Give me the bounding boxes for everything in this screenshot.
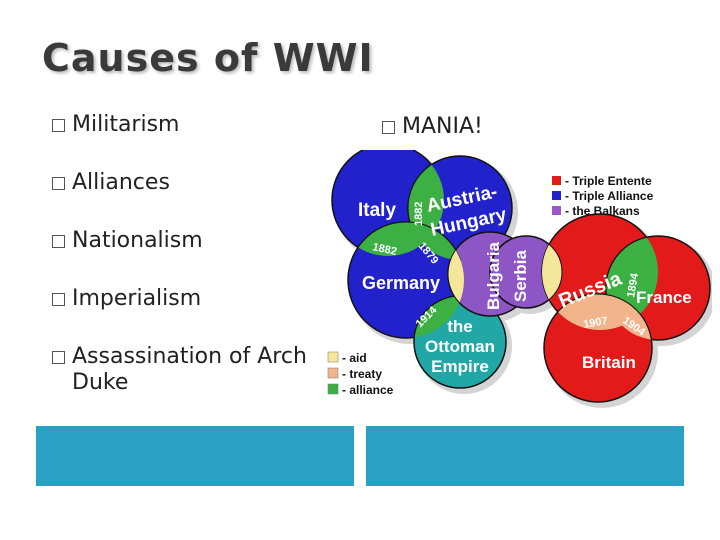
label-italy: Italy xyxy=(358,200,396,221)
overlap-austria-germany xyxy=(408,221,465,260)
legend-swatch-balkans xyxy=(552,206,561,215)
bullet-assassination: Assassination of Arch Duke xyxy=(52,344,342,396)
overlap-france-britain xyxy=(606,293,653,340)
label-germany: Germany xyxy=(362,273,440,293)
bullet-alliances: Alliances xyxy=(52,170,342,196)
alliance-diagram: - Triple Entente - Triple Alliance - the… xyxy=(327,150,712,408)
legend-label-alliance: - Triple Alliance xyxy=(565,189,654,203)
bullet-box-icon xyxy=(52,119,65,132)
bullet-militarism: Militarism xyxy=(52,112,342,138)
bullet-text: MANIA! xyxy=(402,114,483,139)
legend-groups: - Triple Entente - Triple Alliance - the… xyxy=(552,174,654,218)
label-serbia: Serbia xyxy=(511,249,530,302)
label-ottoman-2: Ottoman xyxy=(425,337,495,356)
bullet-box-icon xyxy=(52,351,65,364)
bullet-mania: MANIA! xyxy=(382,114,483,140)
label-britain: Britain xyxy=(582,353,636,372)
year-germany-italy: 1882 xyxy=(371,241,397,258)
slide-title: Causes of WWI xyxy=(42,36,374,80)
legend-label-balkans: - the Balkans xyxy=(565,204,640,218)
bullet-text: Alliances xyxy=(72,170,170,195)
legend-label-entente: - Triple Entente xyxy=(565,174,652,188)
label-bulgaria: Bulgaria xyxy=(484,241,503,310)
bullet-text: Assassination of Arch Duke xyxy=(72,344,307,395)
label-ottoman-3: Empire xyxy=(431,357,489,376)
bullet-nationalism: Nationalism xyxy=(52,228,342,254)
bullet-imperialism: Imperialism xyxy=(52,286,342,312)
bullet-box-icon xyxy=(52,235,65,248)
year-russia-britain: 1907 xyxy=(582,315,608,331)
legend-swatch-entente xyxy=(552,176,561,185)
footer-bar-left xyxy=(36,426,354,486)
legend-label-aid: - aid xyxy=(342,351,367,365)
bullet-list: Militarism Alliances Nationalism Imperia… xyxy=(52,112,342,428)
country-labels: Italy Austria- Hungary Germany Bulgaria … xyxy=(358,181,692,376)
bullet-box-icon xyxy=(52,293,65,306)
legend-swatch-treaty xyxy=(327,367,339,379)
bullet-box-icon xyxy=(382,121,395,134)
label-france: France xyxy=(636,288,692,307)
bullet-text: Imperialism xyxy=(72,286,202,311)
bullet-text: Militarism xyxy=(72,112,180,137)
legend-label-treaty: - treaty xyxy=(342,367,382,381)
overlap-germany-bulgaria xyxy=(447,231,464,317)
legend-swatch-alliance-link xyxy=(327,383,339,395)
bullet-text: Nationalism xyxy=(72,228,203,253)
year-italy-austria: 1882 xyxy=(413,202,425,226)
legend-swatch-alliance xyxy=(552,191,561,200)
bullet-box-icon xyxy=(52,177,65,190)
legend-links: - aid - treaty - alliance xyxy=(327,351,394,397)
year-russia-france: 1894 xyxy=(625,271,641,298)
legend-label-alliance-link: - alliance xyxy=(342,383,394,397)
footer-bar-right xyxy=(366,426,684,486)
label-ottoman-1: the xyxy=(447,317,473,336)
legend-swatch-aid xyxy=(327,351,339,363)
